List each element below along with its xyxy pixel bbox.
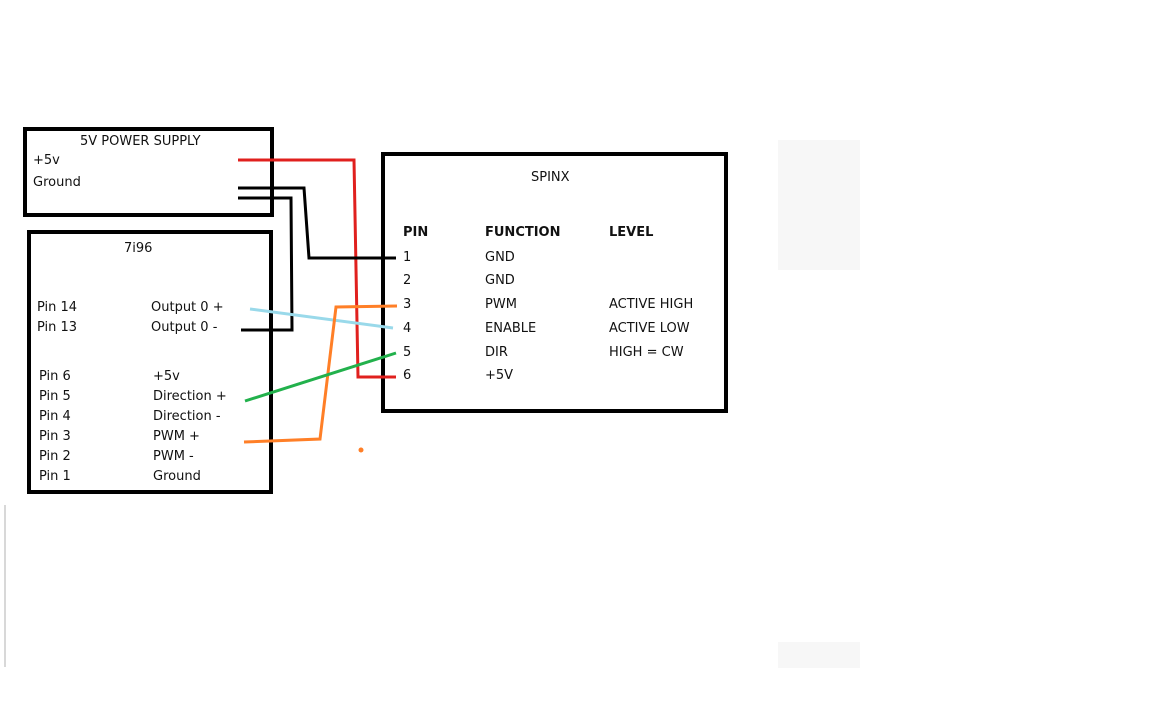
board-signal-label: Output 0 + bbox=[151, 300, 224, 315]
board-7i96-box bbox=[27, 230, 273, 494]
spinx-header-level: LEVEL bbox=[609, 225, 654, 240]
power-supply-title: 5V POWER SUPPLY bbox=[80, 134, 201, 149]
board-pin-label: Pin 13 bbox=[37, 320, 78, 335]
spinx-pin-level: HIGH = CW bbox=[609, 345, 684, 360]
wire-enable bbox=[249, 307, 394, 330]
spinx-pin-number: 2 bbox=[403, 273, 412, 288]
board-pin-label: Pin 14 bbox=[37, 300, 78, 315]
power-supply-pin-ground: Ground bbox=[33, 175, 81, 190]
spinx-pin-function: GND bbox=[485, 273, 515, 288]
wire-dir bbox=[244, 351, 397, 403]
board-pin-label: Pin 6 bbox=[39, 369, 71, 384]
spinx-pin-function: DIR bbox=[485, 345, 508, 360]
left-edge-line bbox=[4, 505, 6, 667]
background-patch bbox=[778, 642, 860, 668]
spinx-header-function: FUNCTION bbox=[485, 225, 561, 240]
spinx-pin-function: PWM bbox=[485, 297, 517, 312]
board-signal-label: Direction - bbox=[153, 409, 221, 424]
spinx-pin-number: 5 bbox=[403, 345, 412, 360]
spinx-pin-function: +5V bbox=[485, 368, 514, 383]
power-supply-pin-5v: +5v bbox=[33, 153, 60, 168]
board-pin-label: Pin 2 bbox=[39, 449, 71, 464]
spinx-pin-function: ENABLE bbox=[485, 321, 537, 336]
spinx-pin-level: ACTIVE HIGH bbox=[609, 297, 694, 312]
board-signal-label: PWM + bbox=[153, 429, 200, 444]
board-signal-label: +5v bbox=[153, 369, 180, 384]
board-pin-label: Pin 5 bbox=[39, 389, 71, 404]
orange-dot bbox=[358, 447, 364, 453]
spinx-pin-level: ACTIVE LOW bbox=[609, 321, 690, 336]
wire-pwm bbox=[243, 304, 398, 444]
spinx-box bbox=[381, 152, 728, 413]
board-pin-label: Pin 3 bbox=[39, 429, 71, 444]
spinx-pin-number: 6 bbox=[403, 368, 412, 383]
board-7i96-title: 7i96 bbox=[124, 241, 153, 256]
wire-ground-2 bbox=[238, 196, 294, 332]
spinx-header-pin: PIN bbox=[403, 225, 429, 240]
board-signal-label: Output 0 - bbox=[151, 320, 218, 335]
background-patch bbox=[778, 140, 860, 270]
spinx-title: SPINX bbox=[531, 170, 570, 185]
spinx-pin-function: GND bbox=[485, 250, 515, 265]
spinx-pin-number: 1 bbox=[403, 250, 412, 265]
board-signal-label: Direction + bbox=[153, 389, 227, 404]
board-pin-label: Pin 1 bbox=[39, 469, 71, 484]
spinx-pin-number: 4 bbox=[403, 321, 412, 336]
wire-ground-1 bbox=[238, 186, 396, 260]
spinx-pin-number: 3 bbox=[403, 297, 412, 312]
board-signal-label: Ground bbox=[153, 469, 201, 484]
board-pin-label: Pin 4 bbox=[39, 409, 71, 424]
board-signal-label: PWM - bbox=[153, 449, 194, 464]
wire-power-5v bbox=[238, 158, 396, 379]
power-supply-box bbox=[23, 127, 274, 217]
